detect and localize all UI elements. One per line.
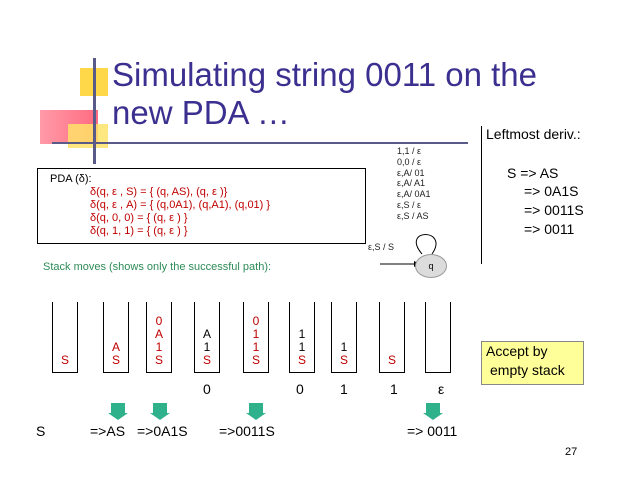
transition-label: ε,S / ε xyxy=(397,199,422,210)
stack-column: S xyxy=(52,302,78,373)
input-symbol: 1 xyxy=(340,381,348,397)
slide-title-line1: Simulating string 0011 on the xyxy=(112,56,537,93)
stack-symbol: 1 xyxy=(203,340,211,354)
pda-rule: δ(q, ε , S) = { (q, AS), (q, ε )} xyxy=(90,186,228,198)
stack-moves-caption: Stack moves (shows only the successful p… xyxy=(43,261,272,273)
down-arrow-icon xyxy=(108,403,128,420)
down-arrow-icon xyxy=(150,403,170,420)
transition-label: ε,A/ 01 xyxy=(397,167,425,178)
input-symbol: 0 xyxy=(296,381,304,397)
stack-symbol: S xyxy=(339,353,348,367)
transition-label: ε,A/ 0A1 xyxy=(397,189,431,200)
leftmost-line: => 0A1S xyxy=(524,183,579,199)
pda-header: PDA (δ): xyxy=(50,173,92,185)
stack-symbol: S xyxy=(111,353,120,367)
derivation-step: S xyxy=(36,423,46,439)
pda-rule: δ(q, 0, 0) = { (q, ε ) } xyxy=(90,212,188,224)
stack-symbol: 1 xyxy=(252,340,260,354)
derivation-step: =>AS xyxy=(90,423,126,439)
stack-symbol: S xyxy=(154,353,163,367)
accept-line2: empty stack xyxy=(490,362,565,378)
state-transition-list: 1,1 / ε 0,0 / ε ε,A/ 01 ε,A/ A1 ε,A/ 0A1… xyxy=(397,146,431,222)
state-q: q xyxy=(415,254,447,278)
derivation-step: => 0011 xyxy=(407,423,458,439)
transition-label: 0,0 / ε xyxy=(397,156,422,167)
down-arrow-icon xyxy=(423,403,443,420)
decor-square-yellow-small xyxy=(68,124,108,148)
transition-label: ε,S / AS xyxy=(397,210,429,221)
stack-symbol: S xyxy=(251,353,260,367)
stack-symbol: 1 xyxy=(252,327,260,341)
title-underline xyxy=(52,142,468,144)
stack-symbol: 1 xyxy=(298,340,306,354)
stack-symbol: 0 xyxy=(155,314,163,328)
transition-label: 1,1 / ε xyxy=(397,146,422,156)
transition-label: ε,A/ A1 xyxy=(397,178,426,189)
accept-line1: Accept by xyxy=(486,343,548,359)
stack-symbol: A xyxy=(111,340,120,354)
self-loop-arc xyxy=(415,234,437,255)
stack-symbol: S xyxy=(202,353,211,367)
stack-symbol: 1 xyxy=(155,340,163,354)
derivation-step: =>0A1S xyxy=(137,423,188,439)
pda-rule: δ(q, ε , A) = { (q,0A1), (q,A1), (q,01) … xyxy=(90,199,271,211)
stack-symbol: 1 xyxy=(340,340,348,354)
stack-symbol: 0 xyxy=(252,314,260,328)
input-symbol: ε xyxy=(438,381,445,397)
page-number: 27 xyxy=(565,446,578,458)
stack-symbol: 1 xyxy=(298,327,306,341)
stack-column xyxy=(425,302,451,373)
down-arrow-icon xyxy=(246,403,266,420)
leftmost-line: => 0011S xyxy=(524,202,584,218)
accept-note-box: Accept by empty stack xyxy=(481,341,584,385)
leftmost-line: S => AS xyxy=(507,165,559,181)
decor-vertical-rule xyxy=(93,58,96,164)
derivation-step: =>0011S xyxy=(219,423,275,439)
stack-symbol: A xyxy=(202,327,211,341)
divider-line xyxy=(481,126,482,264)
pda-definition-box: PDA (δ): δ(q, ε , S) = { (q, AS), (q, ε … xyxy=(37,168,366,244)
stack-symbol: S xyxy=(60,353,69,367)
slide-title-line2: new PDA … xyxy=(112,94,290,131)
stack-symbol: A xyxy=(154,327,163,341)
stack-column: S xyxy=(379,302,405,373)
slide-title: Simulating string 0011 on the new PDA … xyxy=(112,56,537,132)
input-symbol: 0 xyxy=(203,381,211,397)
stack-symbol: S xyxy=(387,353,396,367)
incoming-transition-label: ε,S / S xyxy=(368,242,395,252)
stack-symbol: S xyxy=(297,353,306,367)
leftmost-title: Leftmost deriv.: xyxy=(486,126,581,142)
input-symbol: 1 xyxy=(390,381,398,397)
leftmost-line: => 0011 xyxy=(524,221,575,237)
pda-rule: δ(q, 1, 1) = { (q, ε ) } xyxy=(90,225,188,237)
